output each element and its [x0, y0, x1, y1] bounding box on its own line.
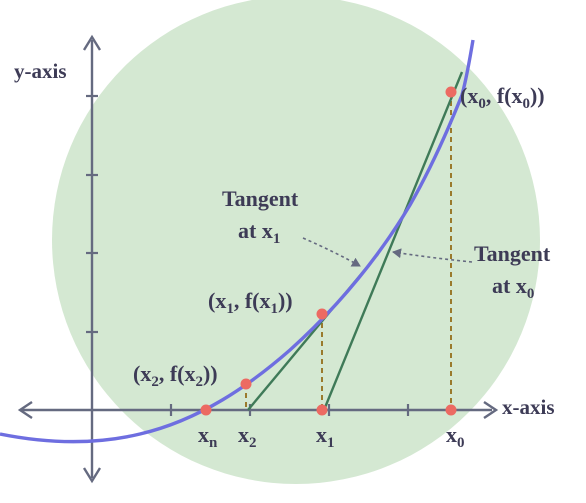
point-xn — [200, 404, 212, 416]
annotation-tangent-x0-line2: at x0 — [492, 273, 534, 302]
point-x1-fx1 — [316, 308, 328, 320]
point-label-x2: (x2, f(x2)) — [133, 361, 218, 390]
point-x0-fx0 — [445, 86, 457, 98]
annotation-tangent-x1-line1: Tangent — [222, 186, 299, 211]
function-curve — [0, 39, 475, 444]
tangent-at-x0 — [322, 71, 464, 411]
y-axis-ticks — [86, 94, 98, 334]
tick-label-xn: xn — [198, 422, 218, 451]
x-axis-left-arrow — [17, 401, 33, 419]
y-axis-bottom-arrow — [82, 467, 102, 484]
point-label-x1: (x1, f(x1)) — [208, 288, 293, 317]
x-axis-right-arrow — [483, 401, 499, 419]
background-circle — [52, 0, 540, 484]
tick-label-x2: x2 — [238, 422, 257, 451]
tangent-x0-pointer — [392, 248, 473, 263]
x-axis-label: x-axis — [502, 395, 555, 419]
point-x0-root — [445, 404, 457, 416]
point-x1-root — [316, 404, 328, 416]
point-x2-fx2 — [240, 378, 252, 390]
annotation-tangent-x1-line2: at x1 — [238, 218, 280, 247]
y-axis-top-arrow — [82, 34, 102, 51]
annotation-tangent-x0-line1: Tangent — [474, 241, 551, 266]
tick-label-x0: x0 — [446, 422, 465, 451]
y-axis-label: y-axis — [14, 59, 67, 83]
points — [200, 86, 457, 416]
tick-label-x1: x1 — [316, 422, 335, 451]
point-label-x0: (x0, f(x0)) — [460, 83, 545, 112]
